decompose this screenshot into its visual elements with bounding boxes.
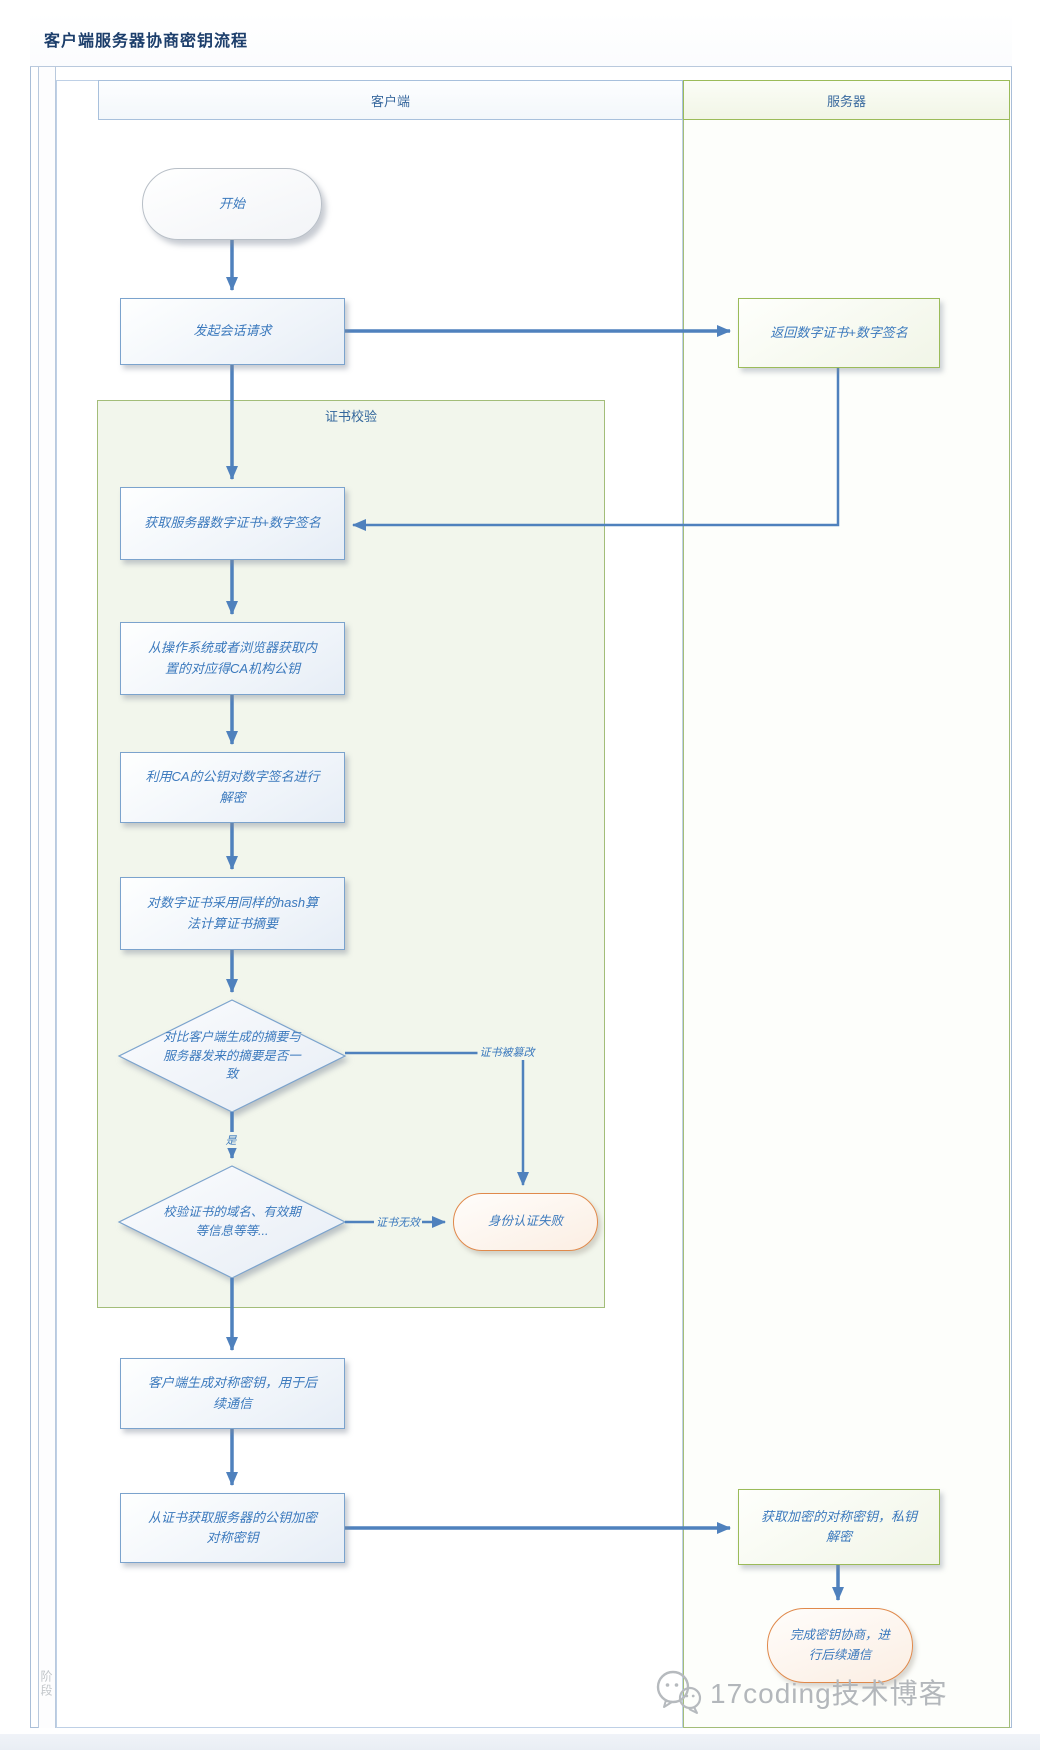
node-get-ca-key: 从操作系统或者浏览器获取内 置的对应得CA机构公钥 [120, 622, 345, 695]
lane-header-server: 服务器 [683, 80, 1010, 120]
diagram-title: 客户端服务器协商密钥流程 [44, 33, 249, 50]
node-get-cert: 获取服务器数字证书+数字签名 [120, 487, 345, 560]
node-send-request: 发起会话请求 [120, 298, 345, 365]
node-auth-fail: 身份认证失败 [453, 1193, 598, 1251]
node-gen-sym-key: 客户端生成对称密钥，用于后 续通信 [120, 1358, 345, 1429]
node-decrypt-sig: 利用CA的公钥对数字签名进行 解密 [120, 752, 345, 823]
title-bar: 客户端服务器协商密钥流程 [30, 12, 1012, 67]
node-start: 开始 [142, 168, 322, 240]
edge-label-invalid: 证书无效 [374, 1214, 422, 1230]
page-bottom-band [0, 1734, 1040, 1750]
node-verify-fields: 校验证书的域名、有效期 等信息等等... [163, 1205, 301, 1238]
edge-label-tampered: 证书被篡改 [477, 1044, 537, 1060]
lane-header-client-label: 客户端 [370, 93, 410, 109]
node-server-decrypt: 获取加密的对称密钥，私钥 解密 [738, 1489, 940, 1565]
wechat-blog-logo-icon [656, 1670, 702, 1714]
node-hash-cert: 对数字证书采用同样的hash算 法计算证书摘要 [120, 877, 345, 950]
node-done: 完成密钥协商，进 行后续通信 [767, 1608, 913, 1683]
lane-header-server-label: 服务器 [826, 93, 866, 109]
watermark-text: 17coding技术博客 [710, 1678, 948, 1709]
node-encrypt-key: 从证书获取服务器的公钥加密 对称密钥 [120, 1493, 345, 1563]
phase-label: 阶段 [39, 1670, 53, 1698]
watermark: 17coding技术博客 [652, 1666, 948, 1718]
lane-header-client: 客户端 [98, 80, 683, 120]
node-compare-digest: 对比客户端生成的摘要与 服务器发来的摘要是否一 致 [163, 1029, 301, 1082]
node-return-cert: 返回数字证书+数字签名 [738, 298, 940, 368]
phase-strip [38, 67, 56, 1728]
group-cert-verify-label: 证书校验 [324, 409, 377, 424]
edge-label-yes: 是 [223, 1132, 239, 1148]
